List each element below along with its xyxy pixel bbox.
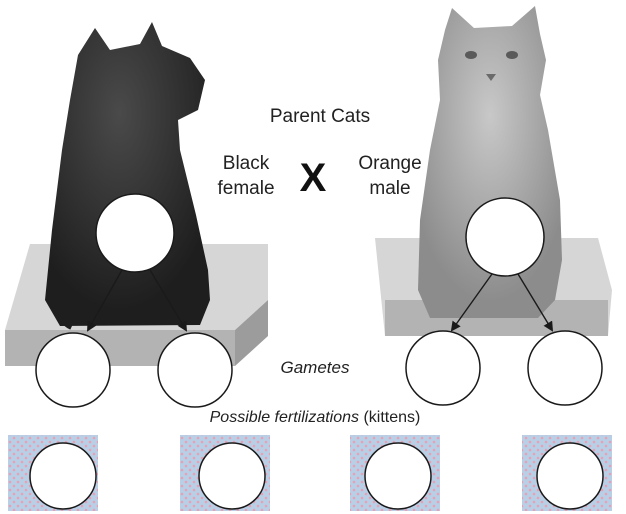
- black-label: Black: [196, 151, 296, 176]
- right-parent-genotype-circle[interactable]: [466, 198, 544, 276]
- gamete-circle-2[interactable]: [158, 333, 232, 407]
- fertilizations-italic-text: Possible fertilizations: [210, 409, 359, 426]
- kitten-tile-4: [522, 435, 612, 511]
- female-label: female: [196, 176, 296, 201]
- gamete-circle-1[interactable]: [36, 333, 110, 407]
- kitten-circle-4[interactable]: [537, 443, 603, 509]
- gamete-circle-3[interactable]: [406, 331, 480, 405]
- kitten-circle-3[interactable]: [365, 443, 431, 509]
- male-label: male: [340, 176, 440, 201]
- orange-label: Orange: [340, 151, 440, 176]
- possible-fertilizations-label: Possible fertilizations (kittens): [140, 409, 490, 427]
- kittens-text: (kittens): [359, 409, 420, 426]
- kitten-tile-3: [350, 435, 440, 511]
- kitten-tile-2: [180, 435, 270, 511]
- parent-cats-label: Parent Cats: [245, 106, 395, 128]
- kitten-circle-2[interactable]: [199, 443, 265, 509]
- black-female-label: Black female: [196, 151, 296, 201]
- left-parent-genotype-circle[interactable]: [96, 194, 174, 272]
- gametes-label: Gametes: [250, 358, 380, 378]
- kitten-circle-1[interactable]: [30, 443, 96, 509]
- black-female-cat-image: [45, 22, 210, 326]
- gamete-circle-4[interactable]: [528, 331, 602, 405]
- cross-symbol: X: [288, 153, 338, 203]
- orange-male-label: Orange male: [340, 151, 440, 201]
- kitten-tile-1: [8, 435, 98, 511]
